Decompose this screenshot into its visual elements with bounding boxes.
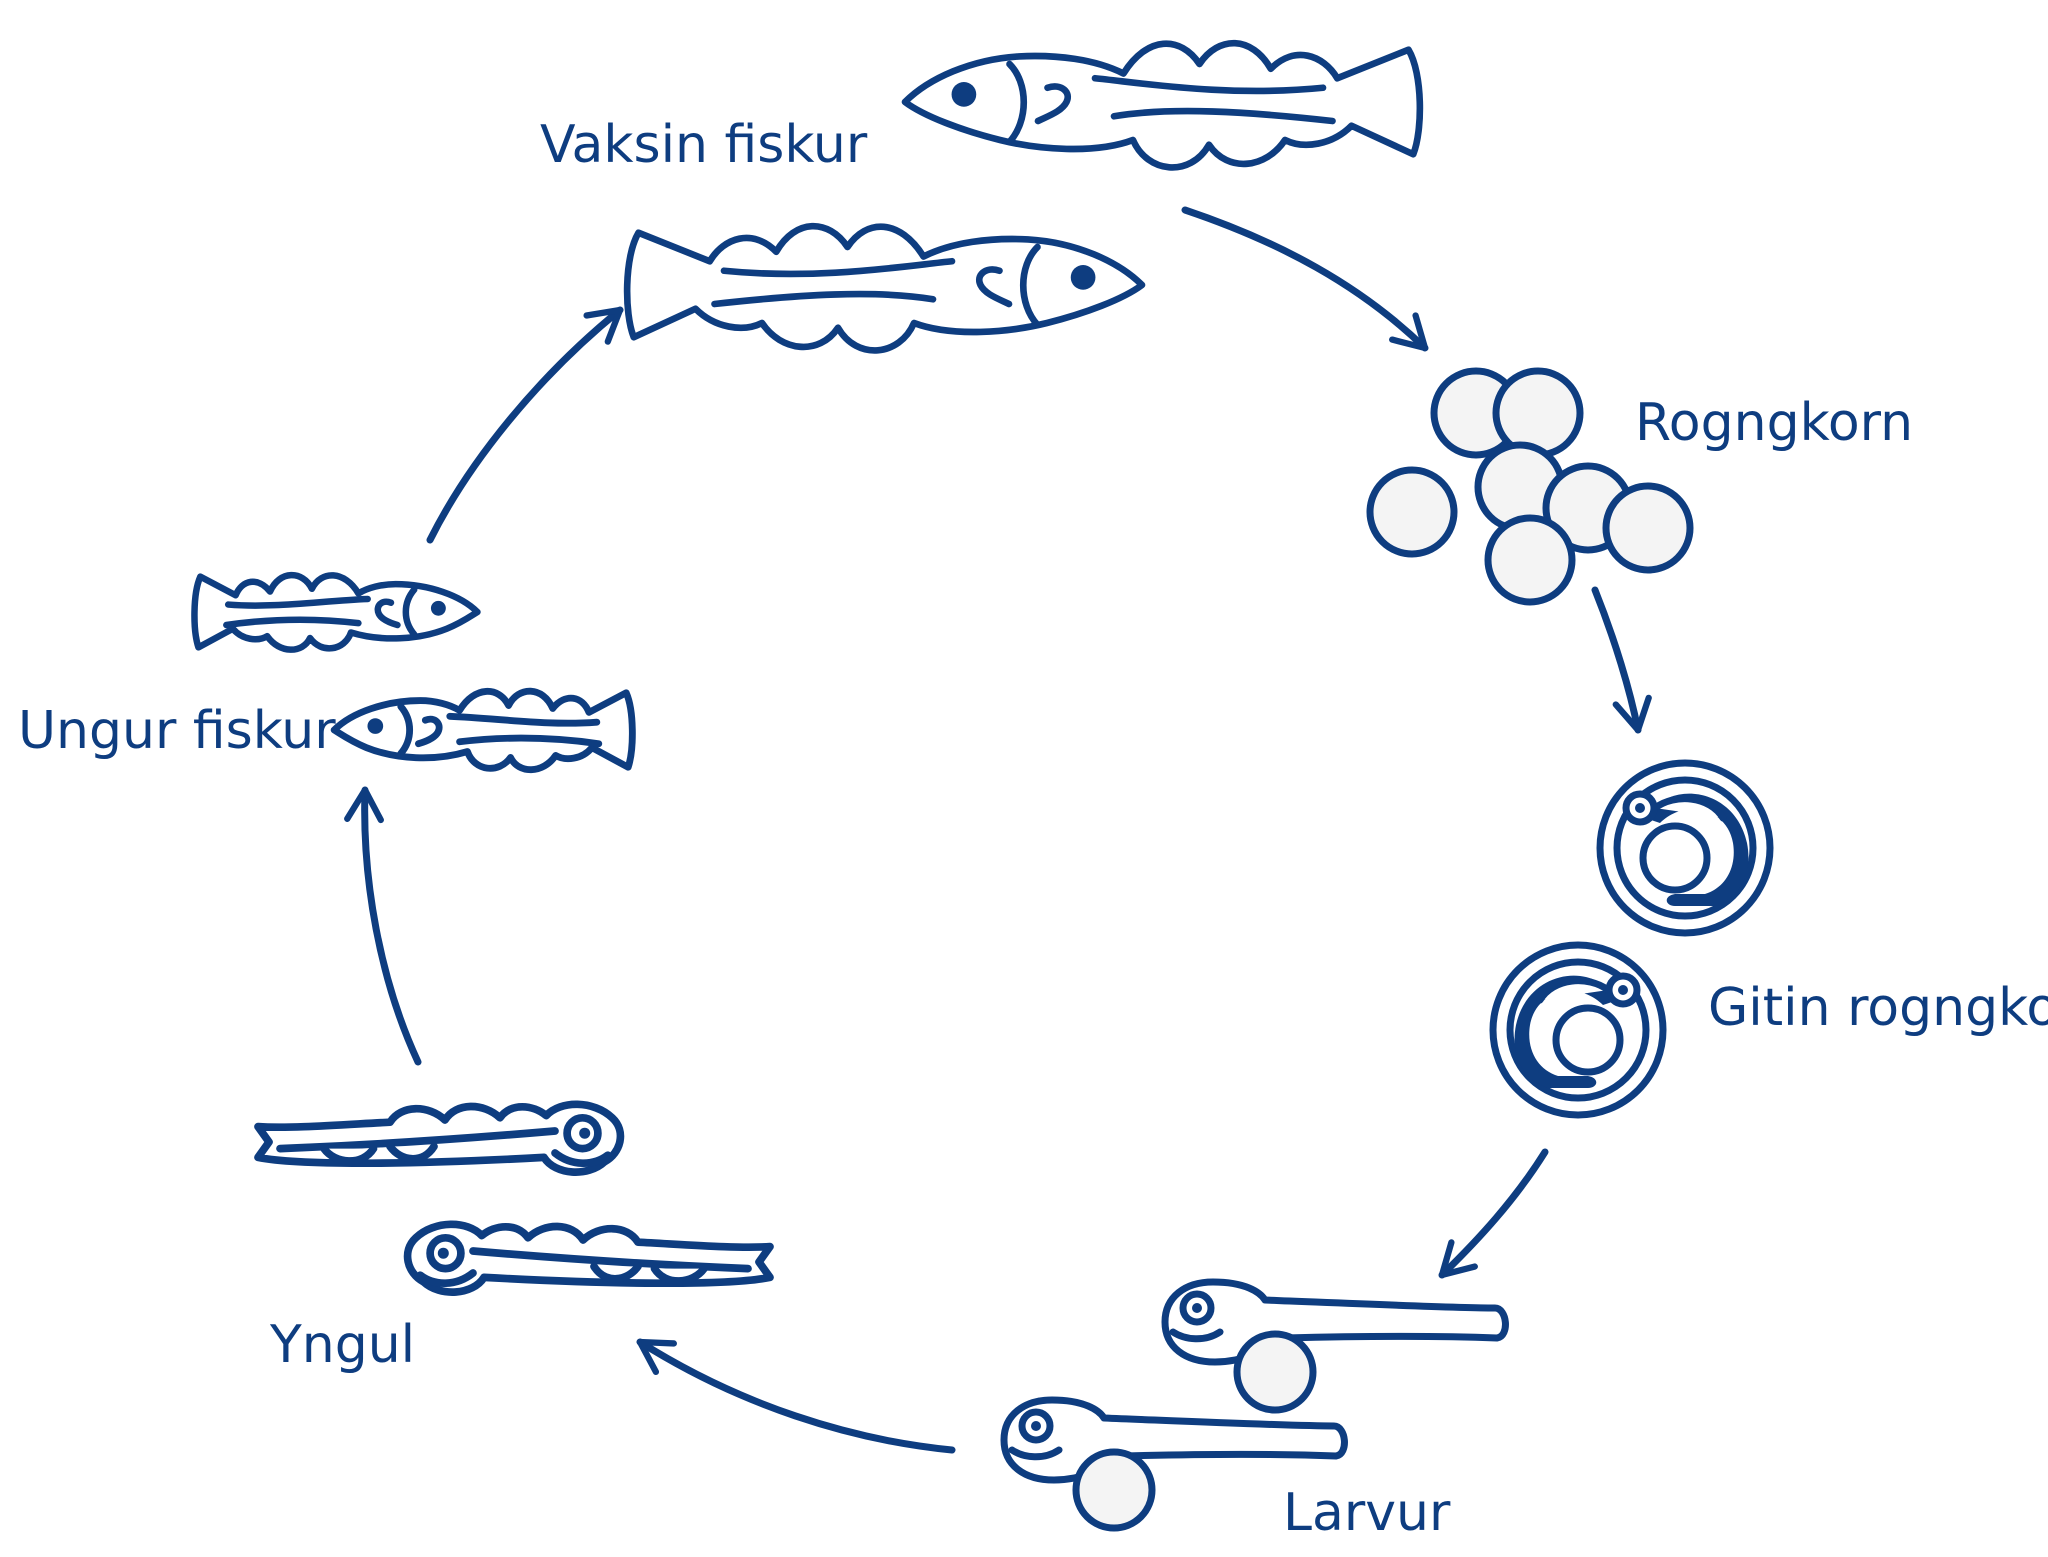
stage-label-fertilized: Gitin rogngkorn: [1708, 978, 2048, 1038]
stage-label-fry: Yngul: [269, 1315, 415, 1375]
stage-label-juvenile: Ungur fiskur: [18, 701, 336, 761]
stage-label-larvae: Larvur: [1283, 1483, 1451, 1543]
arrow-larvae-to-fry: [636, 1338, 956, 1454]
fertilized-eggs-illustration: [1493, 763, 1770, 1115]
arrow-fry-to-juvenile: [344, 786, 422, 1066]
eggs-illustration: [1366, 367, 1694, 606]
arrow-eggs-to-fertilized: [1591, 586, 1652, 734]
arrow-juvenile-to-adult: [426, 306, 624, 544]
arrow-fertilized-to-larvae: [1438, 1148, 1549, 1279]
cycle-arrows: [344, 206, 1652, 1454]
fry-illustration: [258, 1104, 770, 1292]
adult-fish-illustration: [627, 43, 1420, 350]
arrow-adult-to-eggs: [1181, 206, 1429, 352]
stage-label-eggs: Rogngkorn: [1635, 393, 1913, 453]
stage-label-adult: Vaksin fiskur: [540, 115, 868, 175]
